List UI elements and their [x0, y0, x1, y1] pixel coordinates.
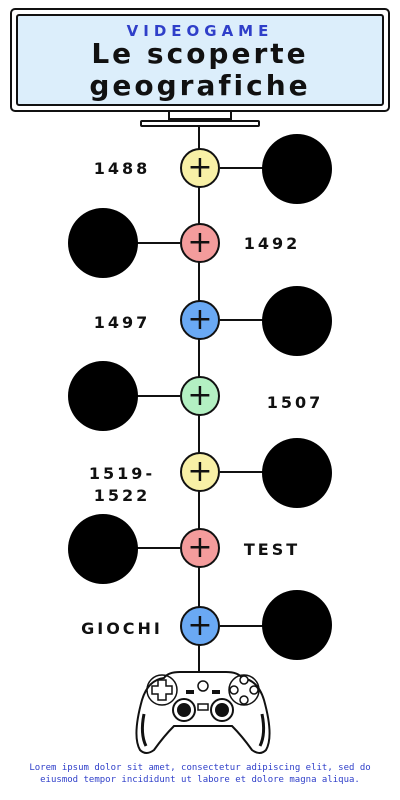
connector	[220, 167, 264, 169]
event-image	[68, 361, 138, 431]
plus-icon: +	[187, 150, 213, 185]
event-label: 1497	[93, 313, 151, 332]
gamepad-icon	[135, 671, 271, 754]
plus-icon: +	[187, 454, 213, 489]
plus-icon: +	[187, 378, 213, 413]
connector	[220, 471, 264, 473]
node-button[interactable]: +	[180, 606, 220, 646]
node-button[interactable]: +	[180, 376, 220, 416]
footer-text: Lorem ipsum dolor sit amet, consectetur …	[29, 763, 371, 785]
connector	[136, 547, 180, 549]
event-label: 1519- 1522	[88, 464, 156, 505]
connector	[136, 395, 180, 397]
tv-frame: VIDEOGAME Le scoperte geografiche	[10, 8, 390, 112]
plus-icon: +	[187, 608, 213, 643]
event-label: 1492	[243, 234, 301, 253]
event-label: TEST	[243, 540, 301, 559]
node-button[interactable]: +	[180, 452, 220, 492]
event-image	[262, 590, 332, 660]
event-image	[68, 514, 138, 584]
tv-screen: VIDEOGAME Le scoperte geografiche	[16, 14, 384, 106]
header-subtitle: VIDEOGAME	[126, 22, 274, 40]
node-button[interactable]: +	[180, 148, 220, 188]
node-button[interactable]: +	[180, 300, 220, 340]
title-line-2: geografiche	[89, 69, 311, 102]
connector	[220, 319, 264, 321]
tv-stand-neck	[168, 112, 232, 120]
plus-icon: +	[187, 302, 213, 337]
tv-stand-base	[140, 120, 260, 127]
plus-icon: +	[187, 530, 213, 565]
event-label: GIOCHI	[81, 619, 163, 638]
page-title: Le scoperte geografiche	[18, 38, 382, 102]
event-label: 1507	[266, 393, 324, 412]
event-image	[262, 286, 332, 356]
event-image	[68, 208, 138, 278]
title-line-1: Le scoperte	[91, 37, 309, 70]
event-label: 1488	[93, 159, 151, 178]
connector	[220, 625, 264, 627]
node-button[interactable]: +	[180, 223, 220, 263]
node-button[interactable]: +	[180, 528, 220, 568]
plus-icon: +	[187, 225, 213, 260]
connector	[136, 242, 180, 244]
event-image	[262, 134, 332, 204]
event-image	[262, 438, 332, 508]
